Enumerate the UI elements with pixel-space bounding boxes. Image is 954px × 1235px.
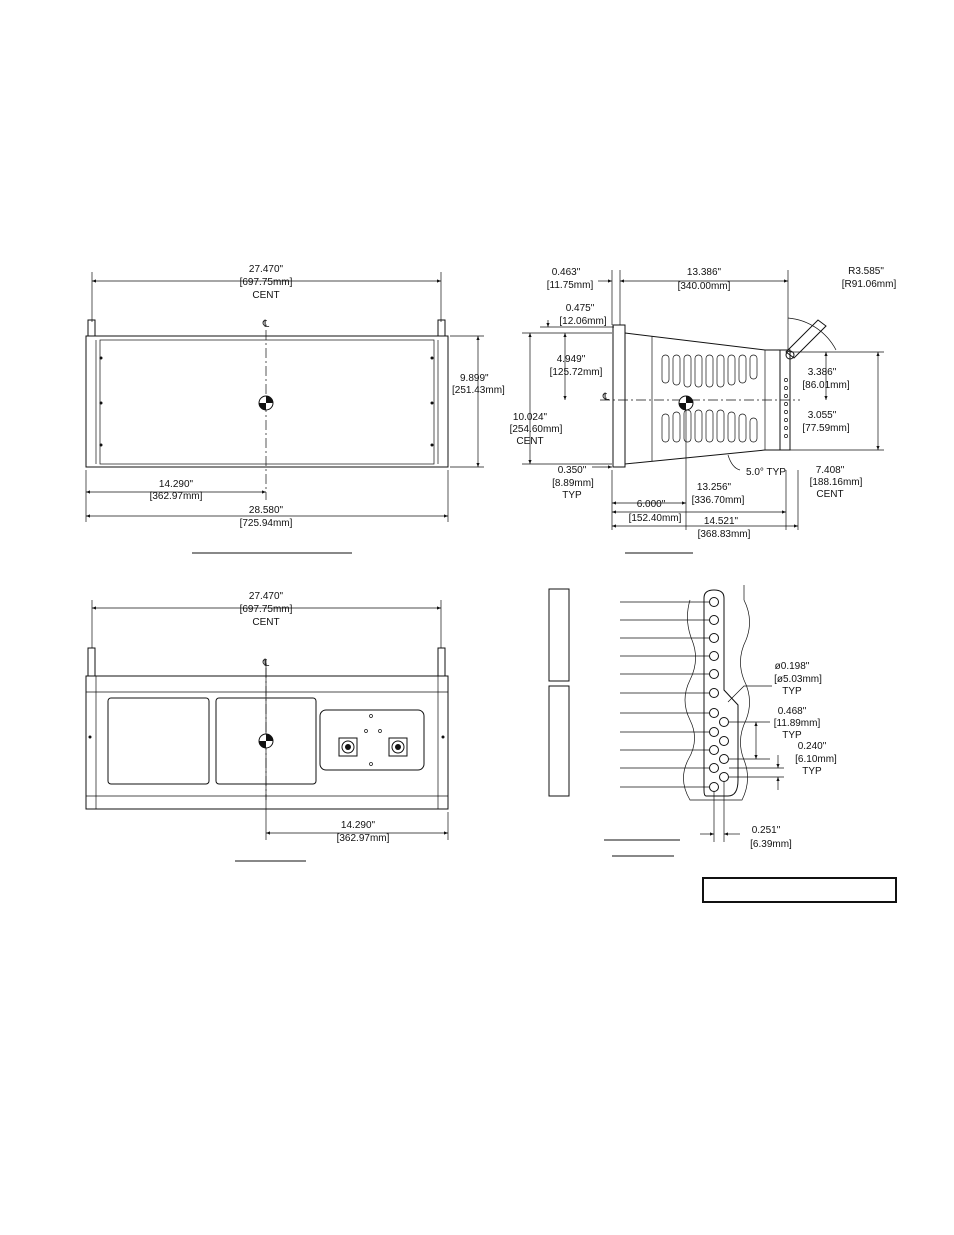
detail-bar-top [548,588,570,682]
side-cg-depth-metric: [152.40mm] [629,513,682,524]
rear-view: 27.470" [697.75mm] CENT ℄ 14.290" [362.9… [85,591,449,862]
side-overall-depth-metric: [368.83mm] [698,529,751,540]
detail-offset-value: 0.240" [798,741,827,752]
rear-width-metric: [697.75mm] [240,604,293,615]
side-view: 0.463" [11.75mm] 13.386" [340.00mm] R3.5… [510,266,897,554]
rear-cabinet [85,675,449,810]
detail-pitch-value: 0.468" [778,706,807,717]
rigging-pin-left-icon [87,319,96,337]
front-view: ℄ 27.470" [697.75mm] CENT 9.899" [251.43… [85,264,505,554]
side-bracket-a-metric: [86.01mm] [802,380,849,391]
front-width-value: 27.470" [249,264,284,275]
speakon-connector-left-icon [338,737,358,757]
front-cabinet [85,335,449,468]
side-height-value: 10.024" [513,412,548,423]
detail-offset-note: TYP [802,766,822,777]
side-bracket-b-value: 3.055" [808,410,837,421]
side-center-of-gravity-icon [678,395,694,411]
center-of-gravity-icon [258,395,274,411]
side-thickness-metric: [8.89mm] [552,478,594,489]
side-front-baffle [612,324,626,468]
detail-pitch-note: TYP [782,730,802,741]
side-flange-value: 0.463" [552,267,581,278]
rigging-pin-rear-left-icon [87,647,96,677]
detail-hole-dia-metric: [ø5.03mm] [774,674,822,685]
side-bracket-total-note: CENT [816,489,843,500]
detail-bracket-strip [703,589,739,797]
detail-hole-dia-value: ø0.198" [775,661,810,672]
front-overall-width-value: 28.580" [249,505,284,516]
detail-view: ø0.198" [ø5.03mm] TYP 0.468" [11.89mm] T… [548,585,837,857]
rear-width-value: 27.470" [249,591,284,602]
side-flange-metric: [11.75mm] [547,280,594,291]
front-width-note: CENT [252,290,279,301]
front-overall-width-metric: [725.94mm] [240,518,293,529]
side-offset-metric: [12.06mm] [559,316,606,327]
detail-break-outline [683,585,750,801]
rear-half-width-metric: [362.97mm] [337,833,390,844]
rear-width-note: CENT [252,617,279,628]
side-handle-slots [661,354,758,443]
front-half-width-value: 14.290" [159,479,194,490]
detail-holes [709,597,729,792]
side-bracket-b-metric: [77.59mm] [802,423,849,434]
side-cabinet-outline [624,332,781,465]
side-thickness-note: TYP [562,490,582,501]
side-bracket-total-value: 7.408" [816,465,845,476]
front-height-value: 9.899" [460,373,489,384]
title-box [702,877,897,903]
side-bracket-total-metric: [188.16mm] [810,477,863,488]
side-depth-metric: [340.00mm] [678,281,731,292]
front-width-metric: [697.75mm] [240,277,293,288]
side-cg-depth-value: 6.000" [637,499,666,510]
speakon-connector-right-icon [388,737,408,757]
rigging-pin-rear-right-icon [437,647,446,677]
detail-offset-metric: [6.10mm] [795,754,837,765]
side-cg-height-metric: [125.72mm] [550,367,603,378]
side-height-metric: [254.60mm] [510,424,563,435]
side-angle-label: 5.0° TYP [746,467,786,478]
rear-half-width-value: 14.290" [341,820,376,831]
front-half-width-metric: [362.97mm] [150,491,203,502]
side-cg-height-value: 4.949" [557,354,586,365]
detail-bar-bottom [548,685,570,797]
centerline-symbol: ℄ [262,319,270,330]
rear-centerline-symbol: ℄ [262,658,270,669]
side-depth-value: 13.386" [687,267,722,278]
detail-hole-dia-note: TYP [782,686,802,697]
rear-center-of-gravity-icon [258,733,274,749]
side-inner-depth-metric: [336.70mm] [692,495,745,506]
rear-input-plate [319,709,425,771]
rear-panel-left [107,697,210,785]
front-height-metric: [251.43mm] [452,385,505,396]
side-centerline-symbol: ℄ [602,392,610,403]
side-overall-depth-value: 14.521" [704,516,739,527]
bracket-holes-icon [784,378,788,438]
rigging-pin-right-icon [437,319,446,337]
side-radius-value: R3.585" [848,266,884,277]
detail-edge-value: 0.251" [752,825,781,836]
side-inner-depth-value: 13.256" [697,482,732,493]
side-bracket-a-value: 3.386" [808,367,837,378]
side-radius-metric: [R91.06mm] [842,279,897,290]
rigging-arm-icon [785,317,837,360]
side-thickness-value: 0.350" [558,465,587,476]
side-height-note: CENT [516,436,543,447]
side-offset-value: 0.475" [566,303,595,314]
detail-pitch-metric: [11.89mm] [774,718,821,729]
detail-edge-metric: [6.39mm] [750,839,792,850]
